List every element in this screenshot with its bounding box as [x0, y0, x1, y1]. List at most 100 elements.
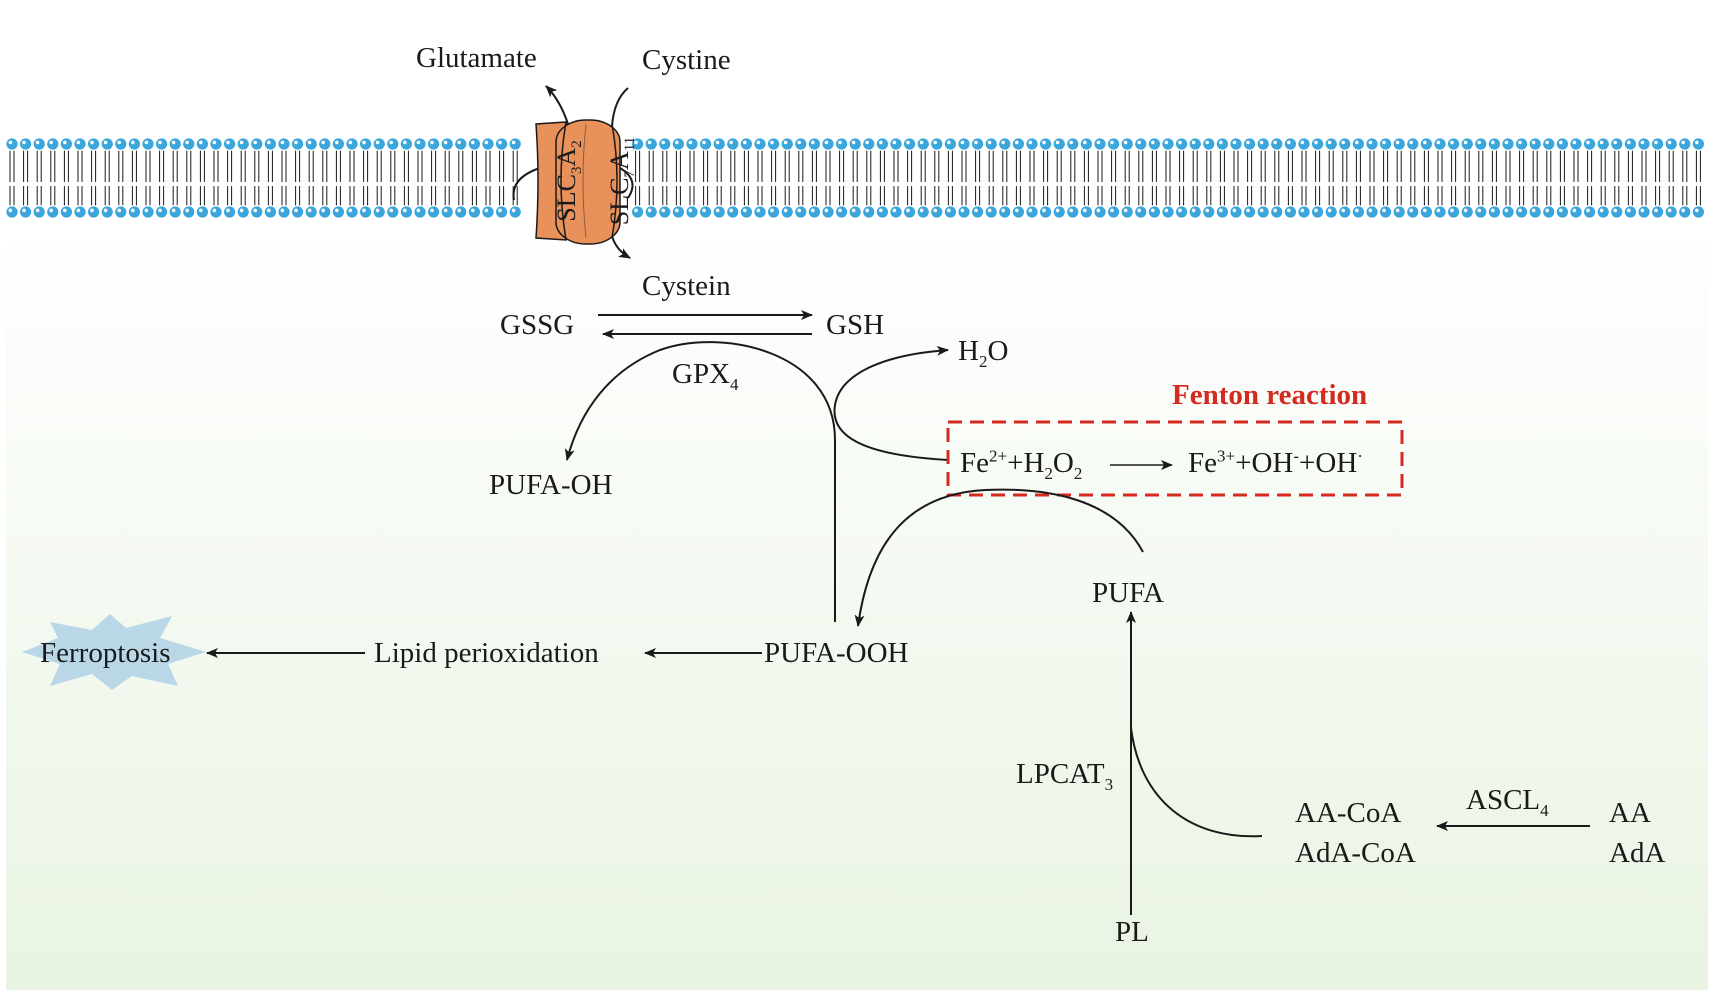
lipid-head	[263, 204, 278, 219]
lipid-head	[1052, 204, 1067, 219]
lipid-head-highlight	[471, 208, 475, 213]
lipid-head	[984, 204, 999, 219]
lipid-head-highlight	[661, 140, 665, 145]
lipid-tail	[322, 150, 328, 206]
lipid-head	[86, 204, 101, 219]
fenton-box	[946, 420, 1404, 497]
lipid-head-highlight	[348, 208, 353, 213]
lipid-head	[1160, 204, 1175, 219]
glutamate-label: Glutamate	[416, 42, 537, 74]
lipid-head	[86, 136, 101, 151]
lipid-tail	[295, 150, 301, 206]
lipid-head-highlight	[1559, 140, 1563, 145]
gpx4-arc	[564, 341, 836, 622]
lipid-tail	[1369, 150, 1375, 206]
lipid-tail	[485, 150, 491, 206]
lipid-head	[889, 204, 904, 219]
lipid-head	[426, 204, 441, 219]
lipid-head	[1609, 136, 1624, 151]
lipid-tail	[1505, 150, 1511, 206]
lipid-head-highlight	[375, 208, 380, 213]
lipid-head	[875, 136, 890, 151]
lipid-head-highlight	[1654, 140, 1658, 145]
lipid-head-highlight	[783, 140, 788, 145]
lipid-tail	[431, 150, 437, 206]
lipid-tail	[254, 150, 260, 206]
lipid-head	[45, 136, 60, 151]
lipid-tail	[1301, 150, 1307, 206]
lipid-head	[1324, 204, 1339, 219]
lipid-head-highlight	[362, 140, 366, 145]
lipid-head	[1160, 136, 1175, 151]
lipid-head-highlight	[933, 140, 937, 145]
lipid-head-highlight	[348, 140, 353, 145]
lipid-head	[848, 136, 863, 151]
lipid-head	[712, 136, 727, 151]
lipid-head	[1256, 136, 1271, 151]
lipid-head-highlight	[729, 140, 733, 145]
lipid-head-highlight	[688, 208, 693, 213]
lipid-head	[154, 136, 169, 151]
lipid-head-highlight	[484, 140, 489, 145]
lipid-head	[1351, 204, 1366, 219]
pufa-ooh-label: PUFA-OOH	[764, 637, 909, 669]
lipid-tail	[1342, 150, 1348, 206]
lipid-head	[685, 204, 700, 219]
lipid-head-highlight	[226, 208, 230, 213]
lipid-head-highlight	[1586, 140, 1590, 145]
lipid-tail	[825, 150, 831, 206]
lipid-tail	[1519, 150, 1525, 206]
lipid-head-highlight	[1123, 140, 1128, 145]
lipid-head	[290, 204, 305, 219]
lipid-head-highlight	[702, 208, 706, 213]
aa-label: AA	[1609, 797, 1651, 829]
lipid-head-highlight	[1355, 140, 1359, 145]
lipid-head	[59, 204, 74, 219]
lipid-head	[644, 204, 659, 219]
lipid-tail	[1573, 150, 1579, 206]
lipid-head	[1079, 204, 1094, 219]
lipid-head-highlight	[307, 208, 312, 213]
lipid-head	[1052, 136, 1067, 151]
lipid-head	[712, 204, 727, 219]
lipid-head-highlight	[239, 140, 244, 145]
lipid-head	[440, 136, 455, 151]
lipid-tail	[1559, 150, 1565, 206]
lipid-head	[1215, 204, 1230, 219]
lipid-head	[1664, 204, 1679, 219]
lipid-head	[1201, 204, 1216, 219]
pufa-oh-label: PUFA-OH	[489, 469, 613, 501]
lipid-head	[1065, 204, 1080, 219]
lipid-head	[1364, 136, 1379, 151]
lipid-head	[1378, 136, 1393, 151]
acyl-coa-join-curve	[1130, 727, 1263, 838]
lipid-head	[1269, 204, 1284, 219]
lipid-head	[1133, 204, 1148, 219]
lipid-head	[127, 204, 142, 219]
lipid-head	[494, 136, 509, 151]
lipid-head	[154, 204, 169, 219]
lipid-head-highlight	[63, 140, 67, 145]
lipid-head	[127, 136, 142, 151]
lipid-tail	[988, 150, 994, 206]
lipid-head	[1555, 136, 1570, 151]
lipid-head-highlight	[919, 208, 924, 213]
lipid-head	[100, 204, 115, 219]
lipid-head-highlight	[1219, 208, 1223, 213]
lipid-head-highlight	[362, 208, 366, 213]
lipid-head-highlight	[1613, 140, 1617, 145]
lipid-tail	[77, 150, 83, 206]
lipid-tail	[36, 150, 42, 206]
lipid-head	[834, 136, 849, 151]
lipid-tail	[635, 150, 641, 206]
lipid-head-highlight	[144, 140, 149, 145]
lipid-head-highlight	[987, 208, 992, 213]
lipid-head-highlight	[1395, 140, 1400, 145]
lipid-head-highlight	[947, 208, 951, 213]
lipid-head-highlight	[1246, 208, 1250, 213]
lipid-head-highlight	[1681, 208, 1685, 213]
ascl4-label: ASCL4	[1466, 784, 1549, 820]
lipid-head	[1650, 204, 1665, 219]
lipid-tail	[920, 150, 926, 206]
lipid-head	[1065, 136, 1080, 151]
